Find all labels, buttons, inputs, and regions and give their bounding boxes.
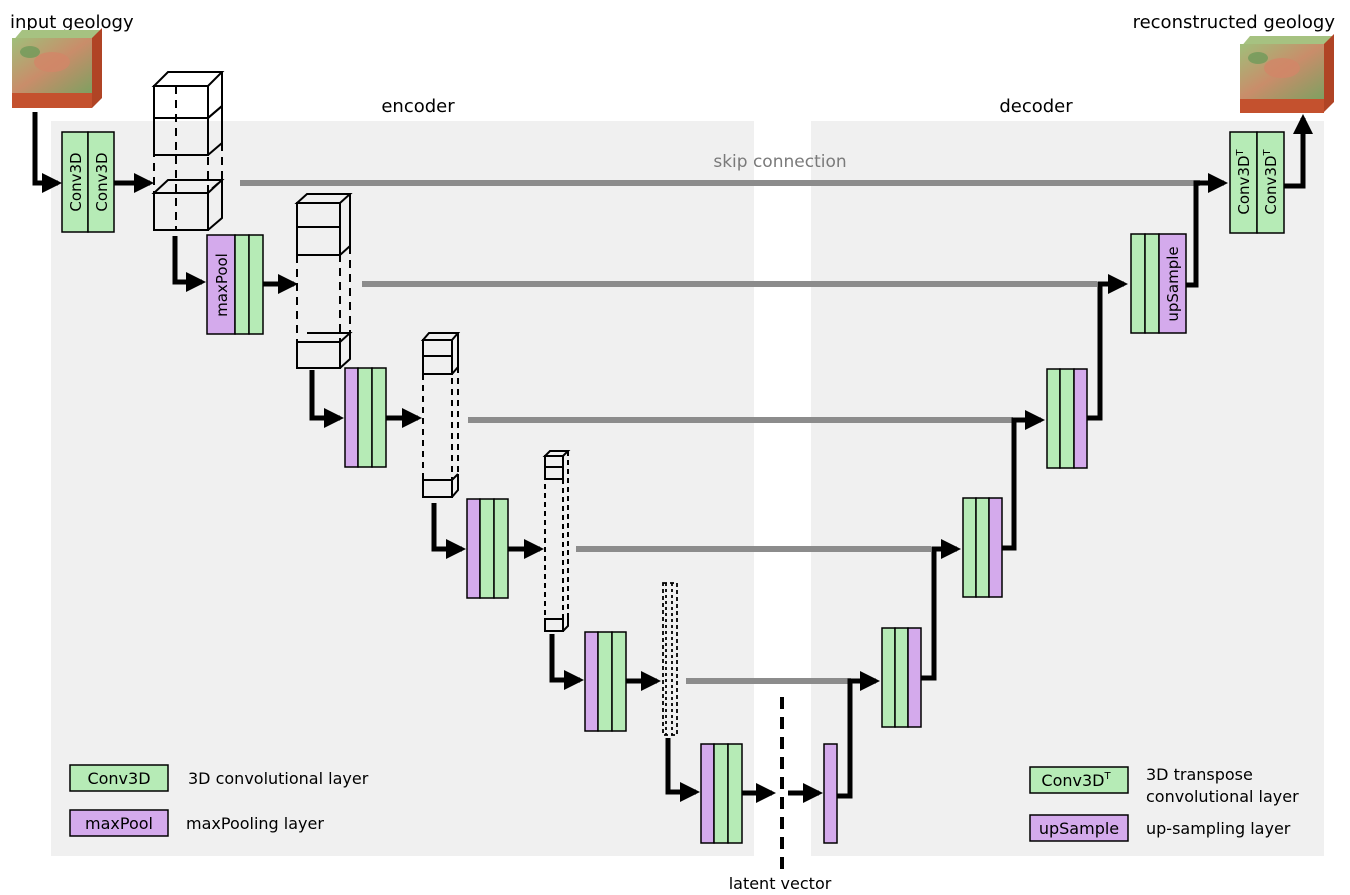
decoder-arrow-up-1 [837,671,880,799]
skip-connection-1 [240,180,1200,186]
decoder-block-2 [962,497,1003,598]
decoder-label: decoder [999,96,1073,117]
reconstructed-geology-label: reconstructed geology [1133,12,1336,33]
svg-text:maxPooling layer: maxPooling layer [186,814,324,833]
decoder-block-3 [1046,368,1088,469]
svg-text:convolutional layer: convolutional layer [1146,787,1299,806]
decoder-upsample-block: upSample [1130,233,1187,334]
svg-text:Conv3DT: Conv3DT [1262,148,1280,214]
feature-map-1 [151,71,225,231]
encoder-arrow-down-3 [431,503,466,559]
encoder-pool-block-4 [584,631,627,732]
legend-upsample: upSample up-sampling layer [1029,814,1291,842]
feature-map-5 [662,582,678,736]
decoder-arrow-up-5 [1186,173,1228,288]
legend-conv3dt: Conv3DT 3D transpose convolutional layer [1029,765,1299,806]
latent-vector-label: latent vector [729,874,832,893]
encoder-arrow-down-5 [665,738,700,802]
skip-connection-4 [576,546,931,552]
input-geology-label: input geology [10,12,134,33]
legend-conv3d: Conv3D 3D convolutional layer [69,764,369,792]
svg-text:Conv3DT: Conv3DT [1041,771,1111,790]
skip-connection-5 [686,678,851,684]
encoder-conv-block-1: Conv3D Conv3D [61,131,115,233]
skip-connections [240,180,1200,684]
encoder-arrow-down-1 [172,236,206,292]
encoder-arrow-down-4 [549,634,584,690]
svg-text:Conv3D: Conv3D [67,152,85,211]
decoder-arrow-up-3 [1002,410,1045,551]
latent-upsample-block [823,743,838,844]
svg-text:Conv3D: Conv3D [93,152,111,211]
feature-map-3 [420,332,461,498]
input-arrow [32,112,62,193]
decoder-block-1 [881,627,922,728]
svg-text:maxPool: maxPool [85,814,153,833]
feature-map-2 [294,193,353,369]
skip-connection-3 [468,417,1013,423]
reconstructed-geology-image [1240,34,1334,113]
decoder-panel [811,121,1324,856]
feature-map-4 [542,450,571,632]
output-arrow [1284,114,1313,189]
svg-text:3D transpose: 3D transpose [1146,765,1253,784]
encoder-panel [51,121,754,856]
skip-connection-label: skip connection [713,152,846,172]
svg-text:up-sampling layer: up-sampling layer [1146,819,1291,838]
skip-connection-2 [362,281,1097,287]
encoder-pool-block-2 [344,367,387,468]
decoder-transpose-conv-block: Conv3DT Conv3DT [1229,131,1285,234]
svg-text:upSample: upSample [1164,246,1182,321]
legend-maxpool: maxPool maxPooling layer [69,809,324,837]
encoder-label: encoder [381,96,455,117]
input-geology-image [12,28,102,108]
encoder-pool-block-3 [466,498,509,599]
svg-text:Conv3DT: Conv3DT [1235,148,1253,214]
svg-text:upSample: upSample [1039,819,1119,838]
svg-text:Conv3D: Conv3D [87,769,150,788]
encoder-arrow-down-2 [309,370,344,428]
encoder-pool-block-1: maxPool [206,234,264,335]
svg-text:maxPool: maxPool [213,253,231,317]
decoder-arrow-up-2 [921,539,961,681]
bottleneck-block [700,743,743,844]
decoder-arrow-up-4 [1087,274,1128,421]
svg-text:3D convolutional layer: 3D convolutional layer [188,769,369,788]
